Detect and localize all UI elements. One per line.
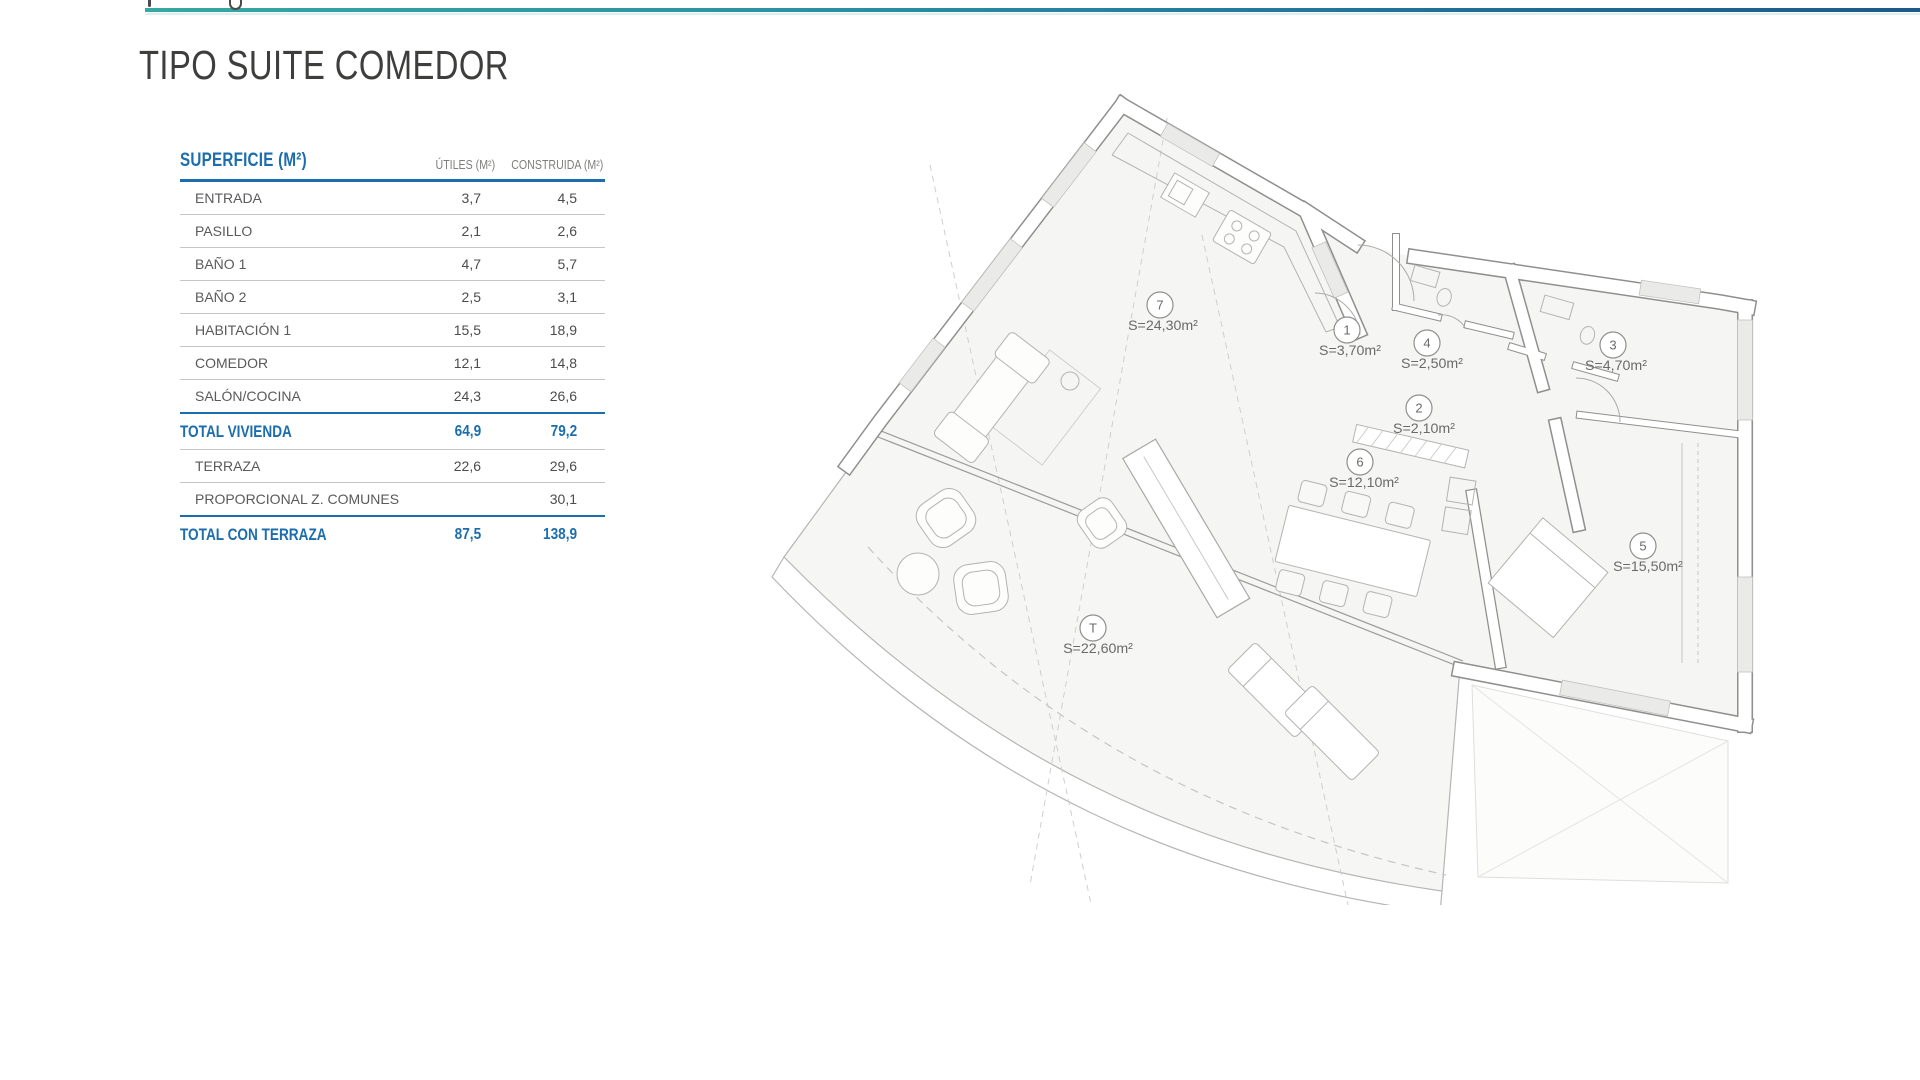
dining-set: [1274, 480, 1431, 619]
wardrobe: [1441, 476, 1477, 536]
room-labels: 7 S=24,30m² 1 S=3,70m² 4 S=2,50m² 3 S=4,…: [1063, 291, 1683, 657]
svg-text:S=22,60m²: S=22,60m²: [1063, 641, 1133, 657]
svg-text:6: 6: [1356, 455, 1363, 470]
floor-plan: 7 S=24,30m² 1 S=3,70m² 4 S=2,50m² 3 S=4,…: [770, 85, 1790, 946]
cropped-logo-fragment: [148, 0, 151, 7]
sun-lounger: [1285, 686, 1379, 780]
room-label: 4 S=2,50m²: [1401, 329, 1463, 372]
hatched-bar: [1352, 423, 1470, 469]
svg-text:5: 5: [1639, 539, 1646, 554]
sofa: [933, 332, 1102, 466]
room-label: 1 S=3,70m²: [1319, 316, 1381, 359]
table-row: PASILLO 2,1 2,6: [180, 215, 605, 248]
surface-table-header: SUPERFICIE (M²) ÚTILES (M²) CONSTRUIDA (…: [180, 150, 605, 182]
terrace-glass-wall: [872, 428, 1464, 668]
table-row: PROPORCIONAL Z. COMUNES 30,1: [180, 483, 605, 517]
bathroom4-fixtures: [1409, 264, 1452, 307]
terrace-floor: [784, 435, 1460, 891]
total-con-terraza-row: TOTAL CON TERRAZA 87,5 138,9: [180, 525, 577, 544]
room-label: 5 S=15,50m²: [1613, 532, 1683, 575]
terrace-chair: [915, 487, 977, 549]
side-table: [1060, 371, 1080, 391]
svg-text:T: T: [1089, 621, 1097, 636]
floor-plan-drawing: 7 S=24,30m² 1 S=3,70m² 4 S=2,50m² 3 S=4,…: [771, 85, 1790, 946]
table-row: SALÓN/COCINA 24,3 26,6: [180, 380, 605, 414]
bed: [1487, 517, 1609, 639]
table-row: BAÑO 2 2,5 3,1: [180, 281, 605, 314]
svg-text:S=24,30m²: S=24,30m²: [1128, 318, 1198, 334]
kitchen-sink-icon: [1159, 172, 1211, 218]
table-row: ENTRADA 3,7 4,5: [180, 182, 605, 215]
terrace-edge-lines: [771, 434, 1461, 914]
terrace-table: [896, 552, 940, 596]
door-arcs: [1314, 244, 1621, 423]
svg-text:S=2,10m²: S=2,10m²: [1393, 421, 1455, 437]
cooktop-icon: [1212, 210, 1272, 264]
cropped-logo-fragment: [229, 0, 242, 10]
svg-text:S=2,50m²: S=2,50m²: [1401, 356, 1463, 372]
total-vivienda-row: TOTAL VIVIENDA 64,9 79,2: [180, 414, 605, 450]
room-label: 3 S=4,70m²: [1585, 331, 1647, 374]
window-segments: [898, 122, 1753, 717]
svg-text:S=4,70m²: S=4,70m²: [1585, 358, 1647, 374]
column-header-construida: CONSTRUIDA (M²): [510, 158, 603, 172]
bathroom3-fixtures: [1539, 294, 1596, 345]
svg-text:1: 1: [1343, 323, 1350, 338]
terrace-dashed-boundary: [867, 546, 1447, 876]
furniture: [896, 132, 1699, 780]
svg-text:S=12,10m²: S=12,10m²: [1329, 475, 1399, 491]
neighbor-terrace-x: [1471, 684, 1729, 884]
table-row: COMEDOR 12,1 14,8: [180, 347, 605, 380]
table-row: HABITACIÓN 1 15,5 18,9: [180, 314, 605, 347]
room-label: 2 S=2,10m²: [1393, 394, 1455, 437]
terrace-chair: [953, 561, 1009, 615]
header-divider-rule: [145, 8, 1920, 12]
surface-table: SUPERFICIE (M²) ÚTILES (M²) CONSTRUIDA (…: [180, 150, 605, 553]
table-row: BAÑO 1 4,7 5,7: [180, 248, 605, 281]
svg-text:S=3,70m²: S=3,70m²: [1319, 343, 1381, 359]
room-label: 6 S=12,10m²: [1329, 448, 1399, 491]
svg-text:3: 3: [1609, 338, 1616, 353]
table-title: SUPERFICIE (M²): [180, 150, 307, 171]
room-label: 7 S=24,30m²: [1128, 291, 1198, 334]
armchair: [1076, 497, 1128, 549]
room-label: T S=22,60m²: [1063, 614, 1133, 657]
column-header-utiles: ÚTILES (M²): [435, 158, 495, 172]
page-title: TIPO SUITE COMEDOR: [139, 42, 509, 89]
header-divider-rule-light: [145, 13, 1920, 15]
table-row: TERRAZA 22,6 29,6: [180, 450, 605, 483]
svg-text:2: 2: [1415, 401, 1422, 416]
svg-text:4: 4: [1423, 336, 1430, 351]
svg-text:S=15,50m²: S=15,50m²: [1613, 559, 1683, 575]
svg-text:7: 7: [1156, 298, 1163, 313]
